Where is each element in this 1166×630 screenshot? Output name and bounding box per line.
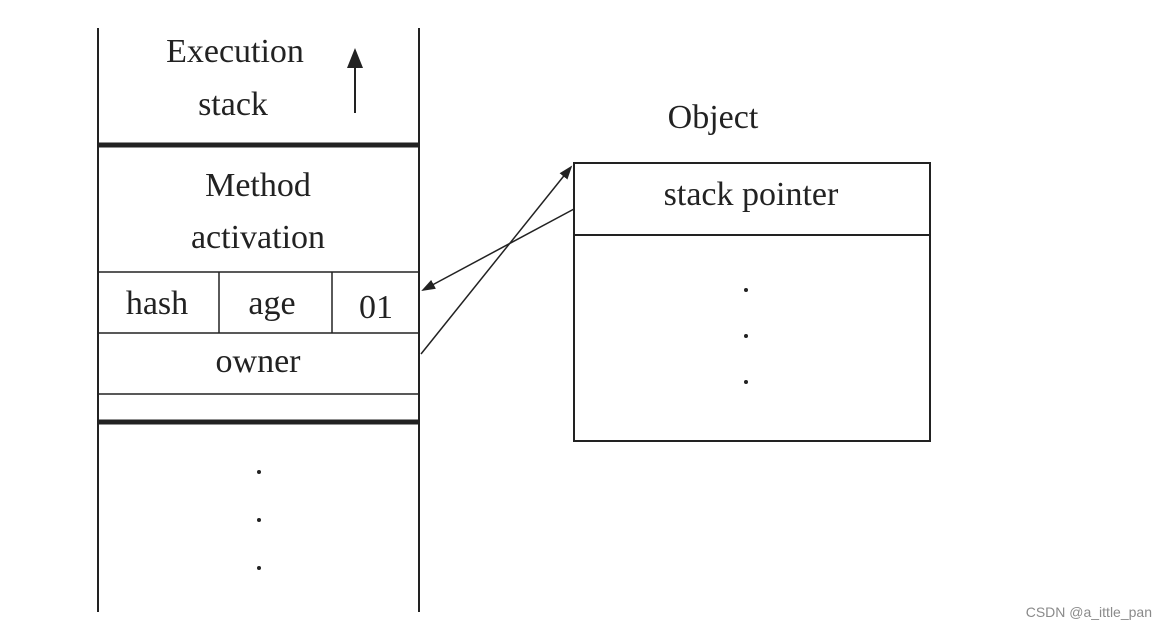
mark-word-hash: hash (126, 285, 188, 322)
object-box: Object stack pointer (573, 99, 931, 442)
pointer-owner-to-object (420, 165, 573, 355)
method-activation-line2: activation (191, 219, 325, 256)
stack-growth-arrow-icon (347, 48, 363, 113)
stack-heading-line1: Execution (166, 33, 304, 70)
object-header-field: stack pointer (664, 176, 839, 213)
execution-stack: Execution stack Method activation hash a… (97, 28, 420, 612)
watermark: CSDN @a_ittle_pan (1025, 604, 1152, 620)
owner-field: owner (216, 343, 302, 380)
object-continuation-dots (744, 288, 748, 384)
object-title: Object (668, 99, 759, 136)
mark-word-age: age (248, 285, 295, 322)
pointer-object-to-lock-record (421, 208, 575, 291)
method-activation-line1: Method (205, 167, 311, 204)
stack-continuation-dots (257, 470, 261, 570)
stack-heading-line2: stack (198, 86, 268, 123)
mark-word-lock-bits: 01 (359, 289, 393, 326)
